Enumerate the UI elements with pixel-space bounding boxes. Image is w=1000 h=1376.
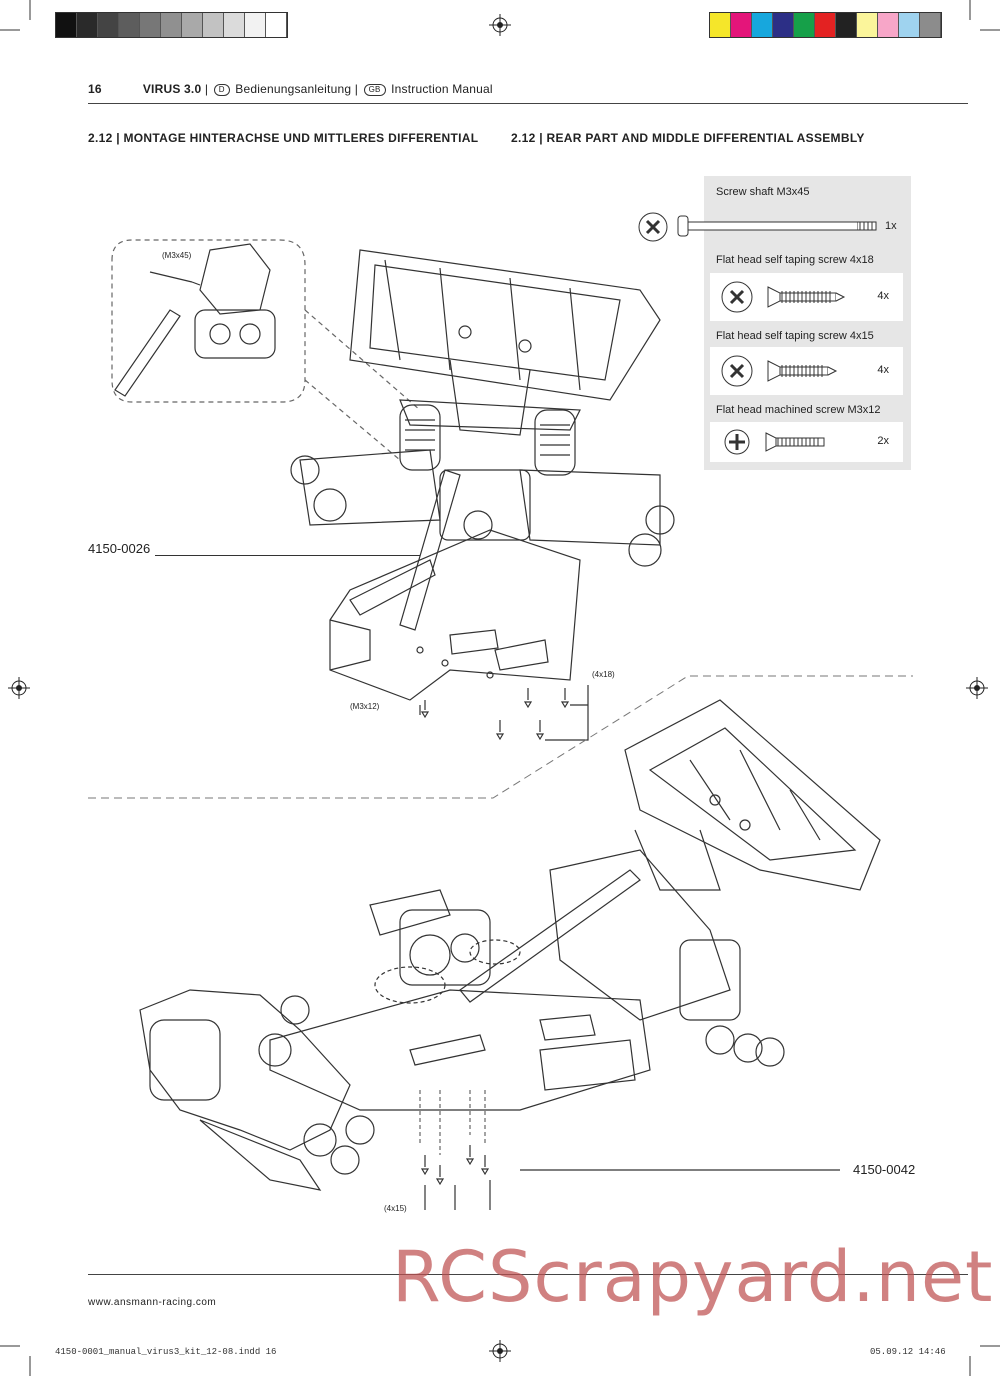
- grey-swatch: [56, 13, 77, 37]
- slug-date-info: 05.09.12 14:46: [870, 1347, 946, 1357]
- part-number-lower: 4150-0042: [853, 1162, 916, 1177]
- footer-url[interactable]: www.ansmann-racing.com: [88, 1297, 217, 1308]
- footer-rule: [88, 1274, 968, 1275]
- callout-4x15: (4x15): [384, 1204, 407, 1213]
- header-separator: |: [204, 82, 209, 96]
- callout-m3x45: (M3x45): [162, 251, 192, 260]
- grey-swatch: [77, 13, 98, 37]
- slug-file-info: 4150-0001_manual_virus3_kit_12-08.indd 1…: [55, 1347, 277, 1357]
- color-swatch: [920, 13, 941, 37]
- screw-head-icon: [721, 355, 753, 387]
- color-calibration-bar: [709, 12, 942, 38]
- lang-gb-label: Instruction Manual: [391, 82, 493, 96]
- color-swatch: [773, 13, 794, 37]
- page-header: 16 VIRUS 3.0 | D Bedienungsanleitung | G…: [88, 82, 493, 96]
- grey-swatch: [266, 13, 287, 37]
- screw-head-icon: [724, 429, 750, 455]
- part-label-machined-m3x12: Flat head machined screw M3x12: [716, 404, 881, 416]
- leader-line-upper: [155, 555, 420, 556]
- grey-swatch: [203, 13, 224, 37]
- part-number-upper: 4150-0026: [88, 541, 151, 556]
- grey-swatch: [140, 13, 161, 37]
- grey-swatch: [161, 13, 182, 37]
- lang-gb-badge: GB: [363, 84, 386, 96]
- part-label-self-tap-4x18: Flat head self taping screw 4x18: [716, 254, 874, 266]
- color-swatch: [731, 13, 752, 37]
- registration-mark-left-icon: [8, 677, 30, 699]
- part-qty-m3x12: 2x: [877, 435, 889, 447]
- greyscale-calibration-bar: [55, 12, 288, 38]
- registration-mark-top-icon: [489, 14, 511, 36]
- color-swatch: [815, 13, 836, 37]
- part-label-screw-shaft: Screw shaft M3x45: [716, 186, 810, 198]
- color-swatch: [878, 13, 899, 37]
- middle-diff-assembly-diagram: [139, 699, 881, 1210]
- screw-head-icon: [721, 281, 753, 313]
- grey-swatch: [182, 13, 203, 37]
- watermark: RCScrapyard.net: [392, 1236, 994, 1318]
- page-number: 16: [88, 82, 102, 96]
- color-swatch: [794, 13, 815, 37]
- step-separator: [88, 675, 913, 799]
- color-swatch: [899, 13, 920, 37]
- product-name: VIRUS 3.0: [142, 82, 202, 96]
- header-rule: [88, 103, 968, 104]
- callout-4x18: (4x18): [592, 670, 615, 679]
- grey-swatch: [119, 13, 140, 37]
- part-box-4x18: 4x: [710, 273, 903, 321]
- registration-mark-bottom-icon: [489, 1340, 511, 1362]
- color-swatch: [710, 13, 731, 37]
- part-qty-screw-shaft: 1x: [885, 220, 897, 232]
- self-tapping-screw-icon: [767, 286, 846, 308]
- part-qty-4x18: 4x: [877, 290, 889, 302]
- machined-screw-icon: [765, 432, 825, 452]
- screw-shaft-icon: [677, 215, 877, 237]
- screw-head-icon: [638, 212, 668, 242]
- color-swatch: [752, 13, 773, 37]
- self-tapping-screw-icon: [767, 360, 838, 382]
- section-title-en: 2.12 | REAR PART AND MIDDLE DIFFERENTIAL…: [511, 131, 865, 145]
- color-swatch: [857, 13, 878, 37]
- part-box-m3x12: 2x: [710, 422, 903, 462]
- grey-swatch: [224, 13, 245, 37]
- header-separator: |: [354, 82, 359, 96]
- part-label-self-tap-4x15: Flat head self taping screw 4x15: [716, 330, 874, 342]
- callout-m3x12: (M3x12): [350, 702, 380, 711]
- grey-swatch: [98, 13, 119, 37]
- part-box-4x15: 4x: [710, 347, 903, 395]
- lang-d-label: Bedienungsanleitung: [235, 82, 352, 96]
- grey-swatch: [245, 13, 266, 37]
- lang-d-badge: D: [213, 84, 230, 96]
- part-qty-4x15: 4x: [877, 364, 889, 376]
- section-title-de: 2.12 | MONTAGE HINTERACHSE UND MITTLERES…: [88, 131, 479, 145]
- rear-assembly-diagram: [111, 239, 675, 741]
- color-swatch: [836, 13, 857, 37]
- registration-mark-right-icon: [966, 677, 988, 699]
